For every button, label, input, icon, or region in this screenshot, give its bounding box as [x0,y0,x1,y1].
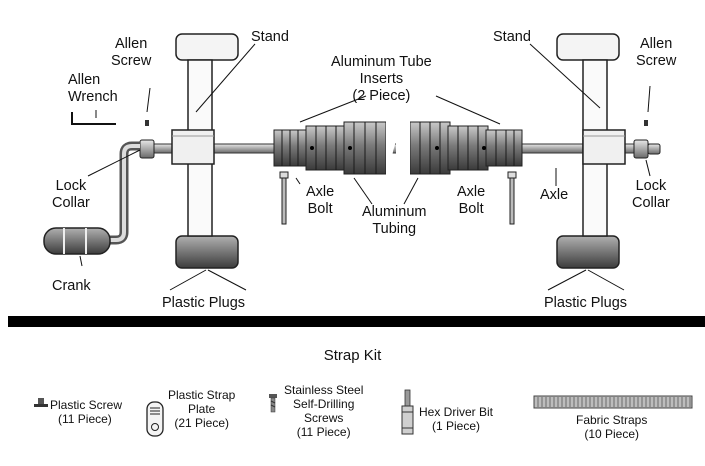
stand-left-drawing [171,33,239,269]
strap-kit-item-hex-driver-bit: Hex Driver Bit (1 Piece) [419,405,494,433]
hex-driver-bit-drawing [401,389,414,435]
leader-lines [79,43,651,291]
assembly-illustration [43,33,661,291]
axle-bolt-left-drawing [279,171,289,225]
aluminum-tubing-right [396,120,523,178]
allen-wrench-drawing [71,112,116,125]
crank-drawing [43,141,140,255]
lock-collar-right-drawing [633,139,661,159]
strap-kit-item-stainless-screws: Stainless Steel Self-Drilling Screws (11… [284,383,364,439]
label-stand-left: Stand [251,29,289,45]
lock-collar-left-drawing [139,139,155,159]
plastic-strap-plate-drawing [146,401,164,437]
label-axle: Axle [540,187,569,203]
allen-screw-right-drawing [644,120,648,126]
label-stand-right: Stand [493,29,531,45]
section-divider [8,316,705,327]
axle-rod [139,143,651,154]
stand-right-drawing [556,33,626,269]
strap-kit-illustration [34,389,693,437]
label-plastic-plugs-left: Plastic Plugs [162,295,246,311]
stainless-screw-drawing [269,394,277,413]
label-crank: Crank [52,278,91,294]
label-aluminum-tube-inserts: Aluminum Tube Inserts (2 Piece) [331,54,432,104]
strap-kit-title: Strap Kit [323,347,382,364]
strap-kit-item-plastic-strap-plate: Plastic Strap Plate (21 Piece) [168,388,236,430]
strap-kit-item-plastic-screw: Plastic Screw (11 Piece) [50,398,123,426]
fabric-straps-drawing [533,395,693,409]
plastic-screw-drawing [34,398,48,407]
axle-bolt-right-drawing [507,171,517,225]
strap-kit-item-fabric-straps: Fabric Straps (10 Piece) [576,413,648,441]
aluminum-tubing-left [273,120,410,178]
label-plastic-plugs-right: Plastic Plugs [544,295,628,311]
allen-screw-left-drawing [145,120,149,126]
